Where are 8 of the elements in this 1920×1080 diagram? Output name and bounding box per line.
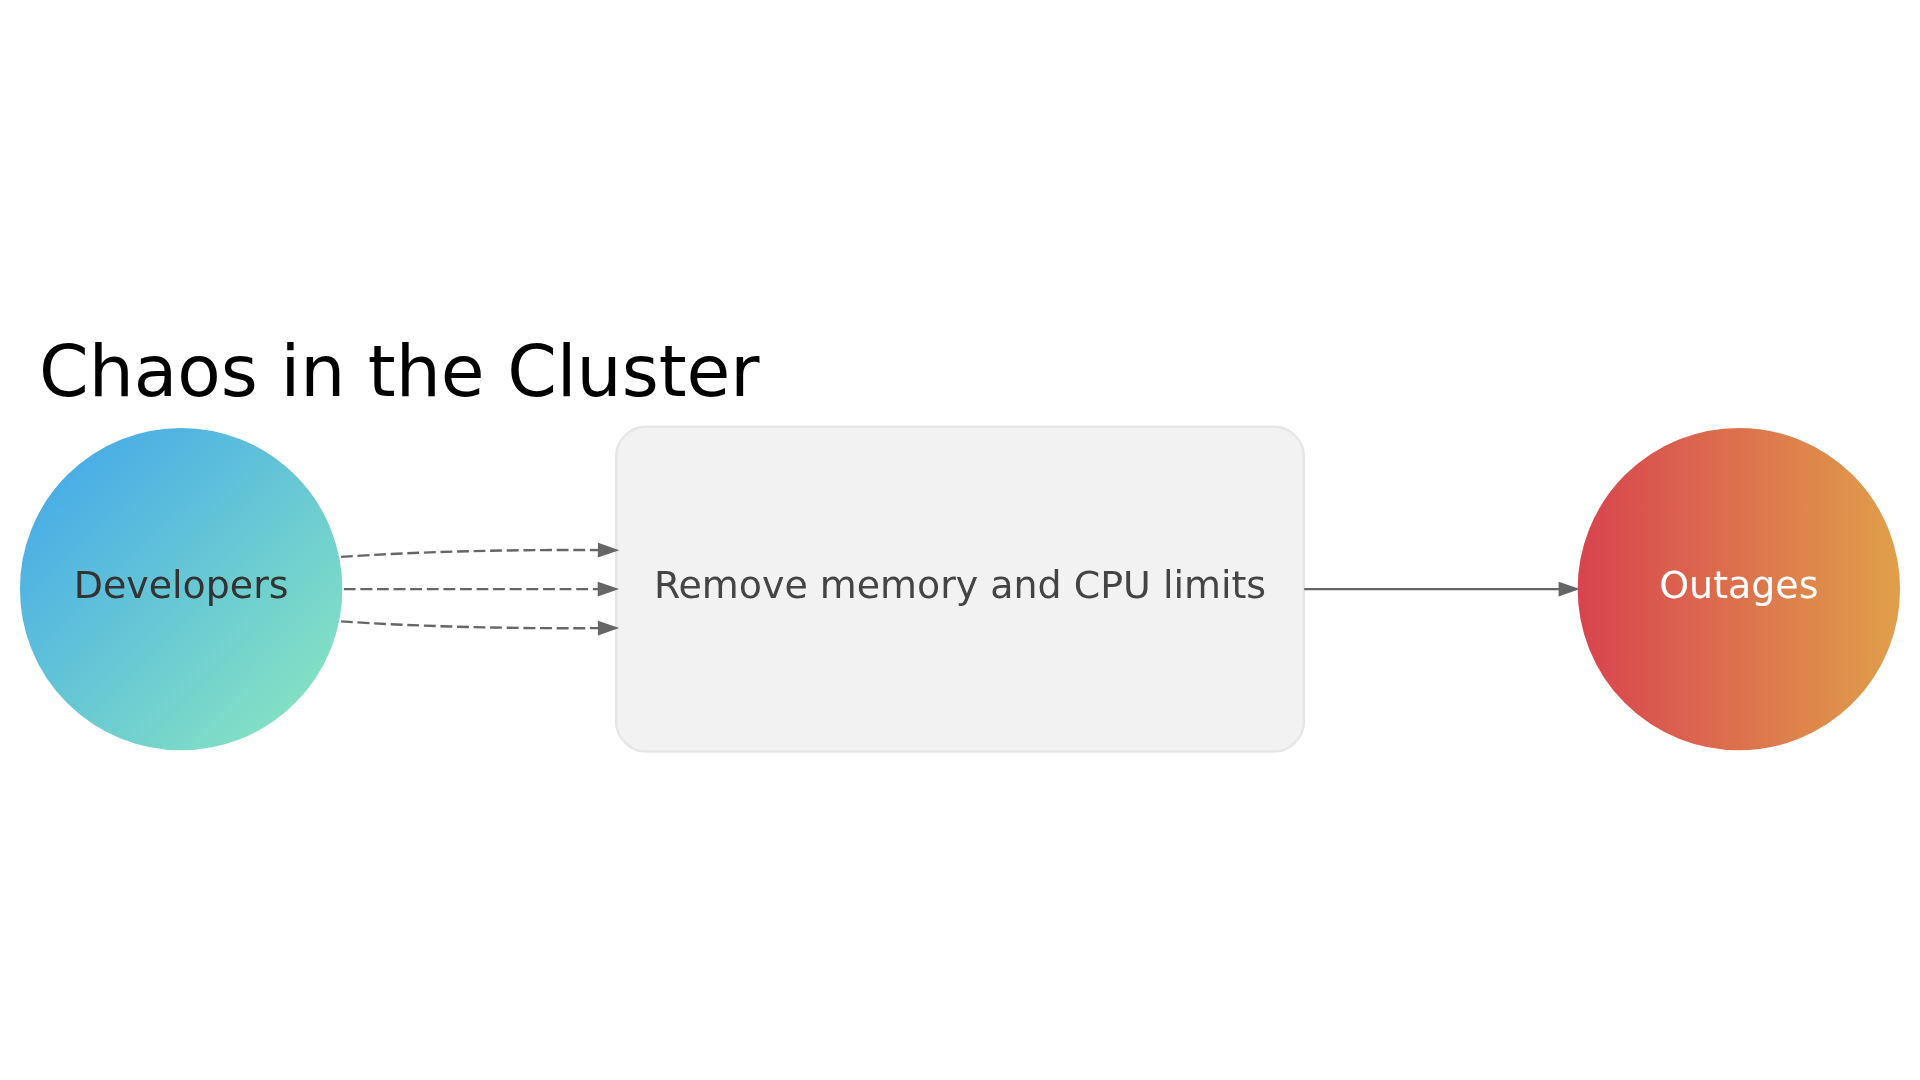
arrow — [1304, 581, 1580, 597]
node-box: Remove memory and CPU limits — [615, 425, 1305, 753]
arrow — [341, 542, 620, 558]
arrow — [343, 581, 620, 597]
node-circle: Outages — [1575, 425, 1903, 753]
node-circle: Developers — [17, 425, 345, 753]
arrow — [341, 619, 620, 636]
diagram-title: Chaos in the Cluster — [38, 329, 760, 413]
